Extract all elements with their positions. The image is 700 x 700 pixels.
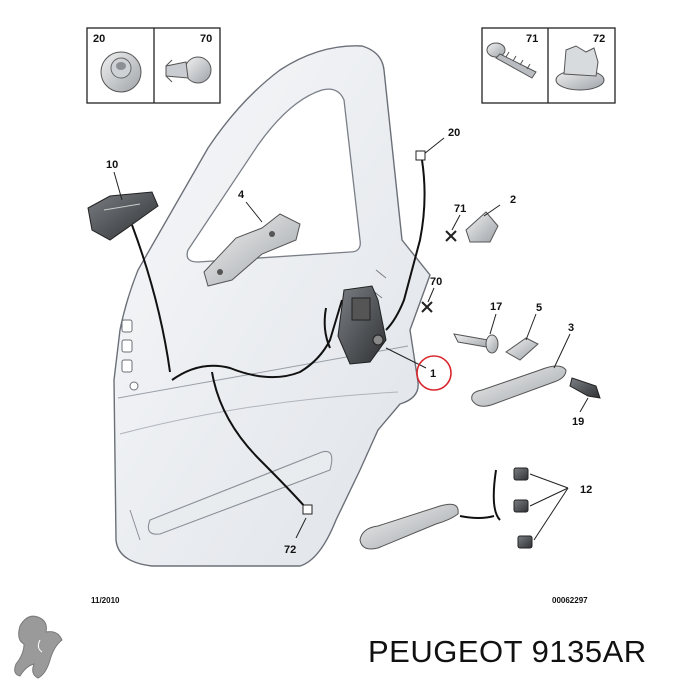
legend-label-71: 71	[526, 33, 538, 45]
callout-20: 20	[448, 127, 460, 139]
product-caption: PEUGEOT 9135AR	[368, 634, 647, 669]
callout-71: 71	[454, 203, 466, 215]
striker-plate	[465, 211, 499, 243]
screw-71-marker	[445, 230, 457, 242]
callout-3: 3	[568, 322, 574, 334]
rivet-70-marker	[421, 301, 433, 313]
reinforcement-bracket	[203, 213, 301, 287]
diagram-reference: 00062297	[552, 596, 588, 605]
peugeot-lion-logo	[14, 615, 63, 679]
legend-label-20: 20	[93, 33, 105, 45]
callout-1: 1	[430, 368, 436, 380]
key	[569, 377, 601, 399]
screw-part	[486, 42, 537, 79]
callout-2: 2	[510, 194, 516, 206]
handle-seal	[505, 337, 539, 361]
door-panel	[113, 45, 431, 567]
callout-19: 19	[572, 416, 584, 428]
door-lock-mechanism	[337, 285, 387, 365]
legend-label-72: 72	[593, 33, 605, 45]
diagram-date: 11/2010	[91, 596, 120, 605]
push-rivet-part	[165, 56, 212, 84]
callout-72: 72	[284, 544, 296, 556]
callout-5: 5	[536, 302, 542, 314]
cable-clip-part	[555, 45, 605, 91]
callout-17: 17	[490, 301, 502, 313]
inner-handle-bracket	[87, 191, 159, 241]
cables	[131, 159, 426, 509]
legend-box-right: 71 72	[481, 27, 616, 104]
cable-anchor-markers	[302, 150, 426, 515]
callout-70: 70	[430, 276, 442, 288]
callout-4: 4	[238, 189, 245, 201]
outer-door-handle	[471, 365, 567, 407]
lock-barrel	[453, 333, 499, 354]
legend-box-left: 20 70	[86, 27, 221, 104]
callout-10: 10	[106, 159, 118, 171]
legend-label-70: 70	[200, 33, 212, 45]
handle-trim	[359, 469, 501, 550]
callout-12: 12	[580, 484, 592, 496]
washer-clip-part	[100, 51, 142, 93]
trim-clips	[513, 467, 533, 549]
highlight-circle	[416, 355, 452, 391]
